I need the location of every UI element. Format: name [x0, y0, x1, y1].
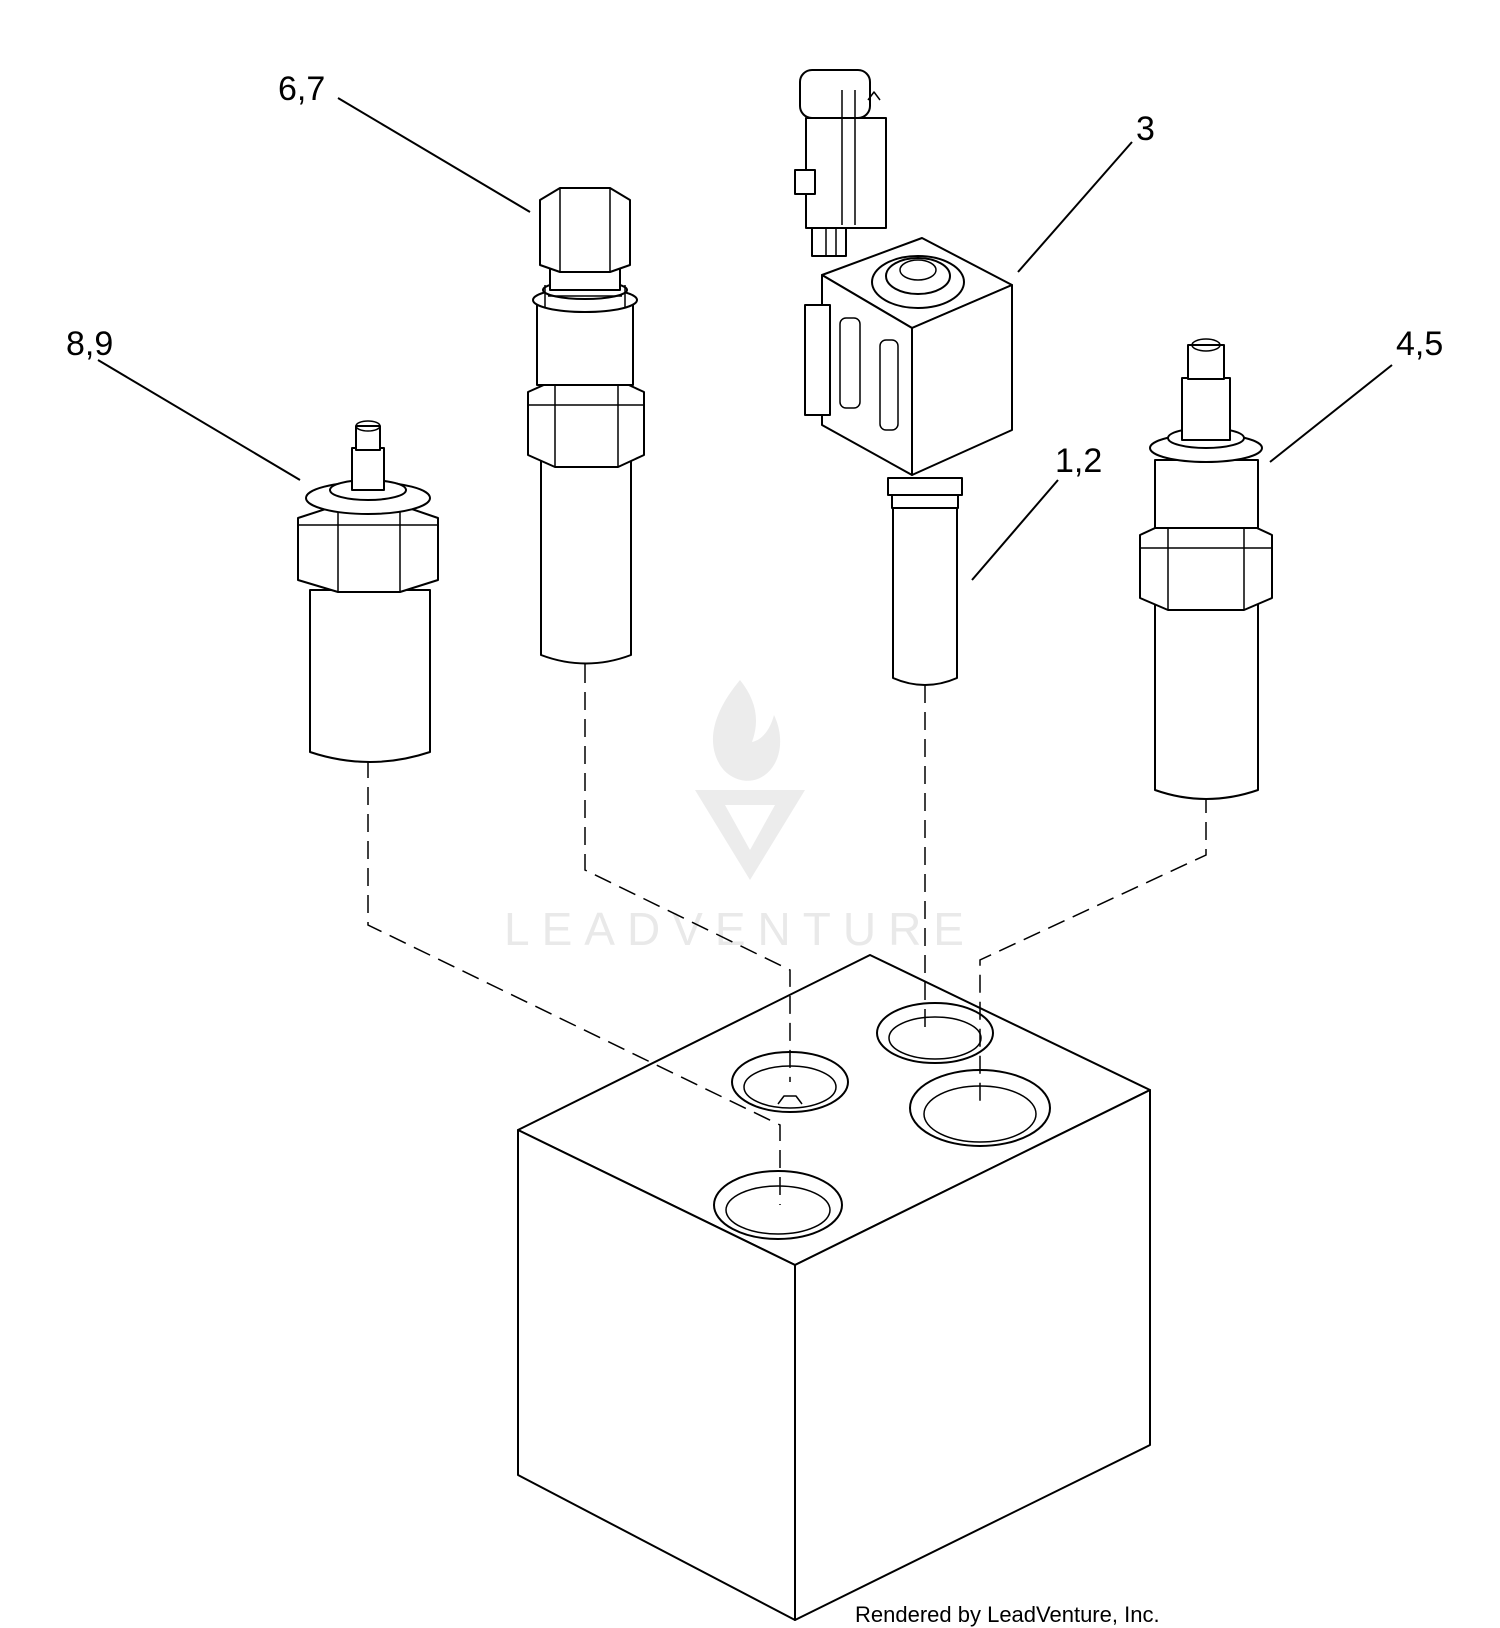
solenoid-coil-part-3	[794, 69, 1013, 476]
cartridge-valve-part-1-2	[887, 477, 963, 686]
sender-part-4-5	[1139, 338, 1273, 800]
switch-part-6-7	[527, 187, 645, 665]
callout-label-8-9: 8,9	[66, 325, 113, 363]
callout-label-6-7: 6,7	[278, 70, 325, 108]
manifold-block	[517, 954, 1151, 1621]
manifold-port-right	[909, 1069, 1051, 1147]
render-credit: Rendered by LeadVenture, Inc.	[855, 1602, 1160, 1627]
manifold-port-back	[876, 1002, 994, 1064]
watermark-logo	[695, 680, 805, 880]
callout-label-1-2: 1,2	[1055, 442, 1102, 480]
callout-label-3: 3	[1136, 110, 1155, 148]
manifold-port-left	[713, 1170, 843, 1240]
callout-label-4-5: 4,5	[1396, 325, 1443, 363]
sender-part-8-9	[297, 420, 439, 763]
watermark-text: LEADVENTURE	[504, 903, 976, 955]
leader-lines	[97, 97, 1393, 581]
